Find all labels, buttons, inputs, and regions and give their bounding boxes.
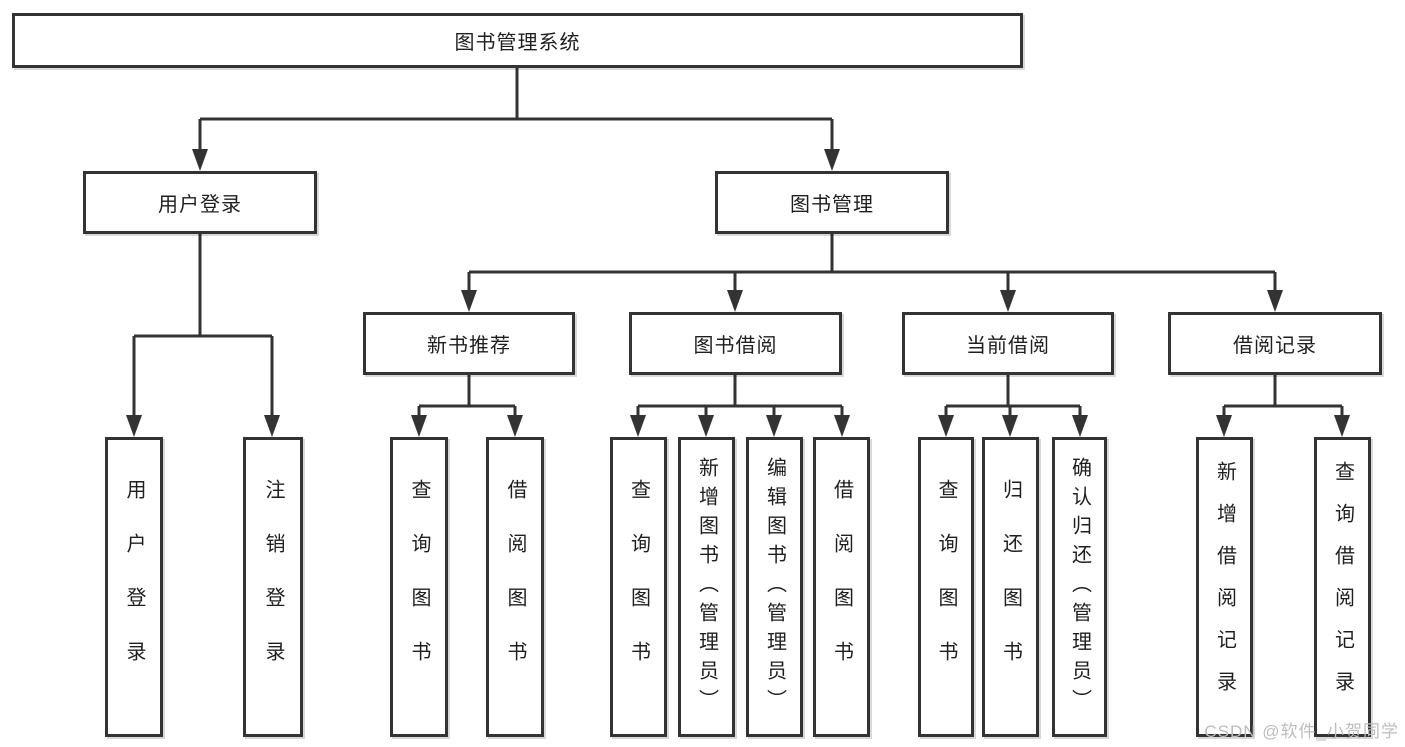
leaf-add-borrow-record: 新增借阅记录	[1196, 437, 1253, 737]
node-user-login: 用户登录	[83, 171, 317, 234]
node-borrow-records-label: 借阅记录	[1233, 335, 1317, 357]
leaf-return-book-label: 归还图书	[999, 479, 1022, 695]
leaf-query-books-recommend: 查询图书	[390, 437, 448, 737]
node-new-book-recommend: 新书推荐	[363, 312, 575, 375]
leaf-query-borrow-record-label: 查询借阅记录	[1331, 461, 1354, 713]
leaf-borrow-books-label: 借阅图书	[830, 479, 853, 695]
node-current-borrow: 当前借阅	[902, 312, 1114, 375]
leaf-edit-book-admin: 编辑图书（管理员）	[746, 437, 803, 737]
leaf-query-books-borrow: 查询图书	[610, 437, 667, 737]
leaf-query-books-current: 查询图书	[918, 437, 974, 737]
connector-current-borrow-children	[944, 375, 1082, 419]
leaf-query-books-recommend-label: 查询图书	[408, 479, 430, 695]
node-root-label: 图书管理系统	[454, 32, 581, 54]
leaf-logout: 注销登录	[243, 437, 303, 737]
leaf-add-borrow-record-label: 新增借阅记录	[1213, 461, 1236, 713]
leaf-logout-label: 注销登录	[262, 479, 284, 695]
leaf-query-books-current-label: 查询图书	[935, 479, 957, 695]
leaf-return-book: 归还图书	[982, 437, 1039, 737]
node-user-login-label: 用户登录	[158, 194, 242, 216]
leaf-borrow-books-recommend: 借阅图书	[486, 437, 544, 737]
connector-book-management-level3	[467, 234, 1277, 294]
connector-new-book-children	[417, 375, 517, 419]
leaf-edit-book-admin-label: 编辑图书（管理员）	[763, 456, 786, 718]
node-book-management-label: 图书管理	[790, 194, 874, 216]
leaf-borrow-books-recommend-label: 借阅图书	[504, 479, 526, 695]
leaf-confirm-return-admin-label: 确认归还（管理员）	[1068, 456, 1091, 718]
node-book-management: 图书管理	[715, 171, 949, 234]
leaf-query-books-borrow-label: 查询图书	[627, 479, 650, 695]
node-book-borrow-label: 图书借阅	[693, 335, 778, 357]
leaf-user-login-label: 用户登录	[123, 479, 145, 695]
leaf-user-login: 用户登录	[105, 437, 163, 737]
leaf-borrow-books: 借阅图书	[813, 437, 870, 737]
leaf-query-borrow-record: 查询借阅记录	[1314, 437, 1371, 737]
node-root: 图书管理系统	[12, 13, 1023, 68]
connector-user-login-children	[132, 234, 274, 419]
node-new-book-recommend-label: 新书推荐	[427, 335, 511, 357]
node-book-borrow: 图书借阅	[629, 312, 842, 375]
leaf-add-book-admin-label: 新增图书（管理员）	[695, 456, 718, 718]
leaf-add-book-admin: 新增图书（管理员）	[678, 437, 735, 737]
leaf-confirm-return-admin: 确认归还（管理员）	[1052, 437, 1107, 737]
node-current-borrow-label: 当前借阅	[966, 335, 1050, 357]
connector-borrow-record-children	[1222, 375, 1344, 419]
connector-root-to-level2	[198, 68, 834, 153]
connector-book-borrow-children	[636, 375, 844, 419]
csdn-watermark: CSDN @软件_小贺同学	[1204, 722, 1399, 741]
node-borrow-records: 借阅记录	[1168, 312, 1382, 375]
